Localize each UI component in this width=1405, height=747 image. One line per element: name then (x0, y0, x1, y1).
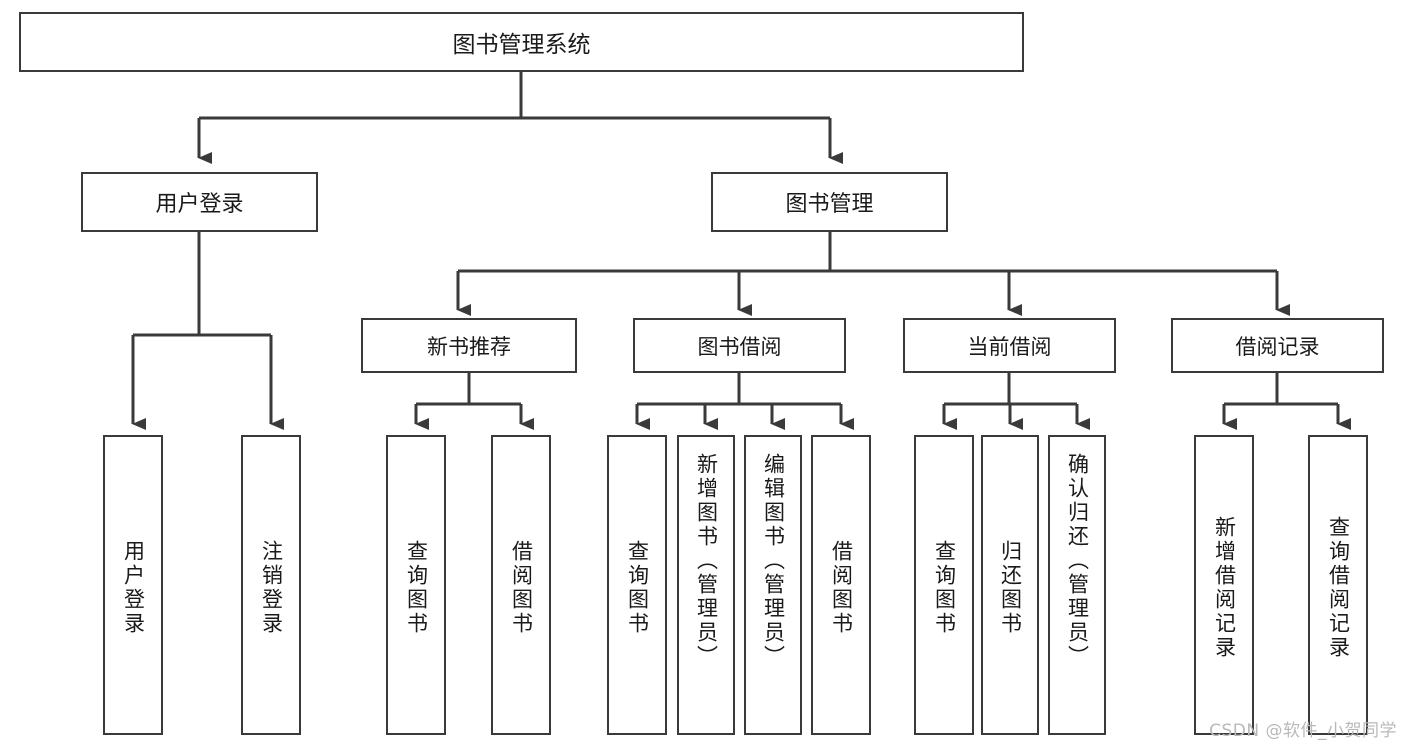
node-label: 借阅图书 (829, 540, 854, 636)
node-label: 当前借阅 (967, 334, 1052, 359)
node-book-management[interactable]: 图书管理 (711, 172, 948, 232)
leaf-query-book-current[interactable]: 查询图书 (914, 435, 974, 735)
node-root-book-management-system[interactable]: 图书管理系统 (19, 12, 1024, 72)
leaf-return-book[interactable]: 归还图书 (981, 435, 1039, 735)
node-label: 借阅图书 (509, 540, 534, 636)
leaf-query-borrow-record[interactable]: 查询借阅记录 (1308, 435, 1368, 735)
node-label: 图书借阅 (697, 334, 782, 359)
node-label: 查询图书 (625, 540, 650, 636)
node-label: 图书管理系统 (452, 32, 591, 58)
node-label: 新增图书（管理员） (694, 453, 719, 669)
node-label: 新增借阅记录 (1212, 516, 1237, 660)
node-label: 借阅记录 (1235, 334, 1320, 359)
leaf-edit-book-admin[interactable]: 编辑图书（管理员） (744, 435, 802, 735)
leaf-query-book-borrow[interactable]: 查询图书 (607, 435, 667, 735)
node-label: 确认归还（管理员） (1065, 453, 1090, 669)
node-label: 归还图书 (998, 540, 1023, 636)
node-book-borrow[interactable]: 图书借阅 (633, 318, 846, 373)
leaf-query-book-recommend[interactable]: 查询图书 (386, 435, 446, 735)
leaf-borrow-book[interactable]: 借阅图书 (811, 435, 871, 735)
leaf-add-borrow-record[interactable]: 新增借阅记录 (1194, 435, 1254, 735)
node-label: 注销登录 (259, 540, 284, 636)
node-label: 用户登录 (121, 540, 146, 636)
node-user-login[interactable]: 用户登录 (81, 172, 318, 232)
node-label: 查询图书 (932, 540, 957, 636)
node-label: 用户登录 (155, 192, 244, 217)
leaf-borrow-book-recommend[interactable]: 借阅图书 (491, 435, 551, 735)
node-label: 查询图书 (404, 540, 429, 636)
node-label: 编辑图书（管理员） (761, 453, 786, 669)
node-current-borrow[interactable]: 当前借阅 (903, 318, 1116, 373)
node-label: 图书管理 (785, 192, 874, 217)
leaf-logout[interactable]: 注销登录 (241, 435, 301, 735)
leaf-confirm-return-admin[interactable]: 确认归还（管理员） (1048, 435, 1106, 735)
node-new-book-recommend[interactable]: 新书推荐 (361, 318, 577, 373)
leaf-user-login[interactable]: 用户登录 (103, 435, 163, 735)
node-label: 查询借阅记录 (1326, 516, 1351, 660)
leaf-add-book-admin[interactable]: 新增图书（管理员） (677, 435, 735, 735)
node-label: 新书推荐 (427, 334, 511, 359)
node-borrow-record[interactable]: 借阅记录 (1171, 318, 1384, 373)
